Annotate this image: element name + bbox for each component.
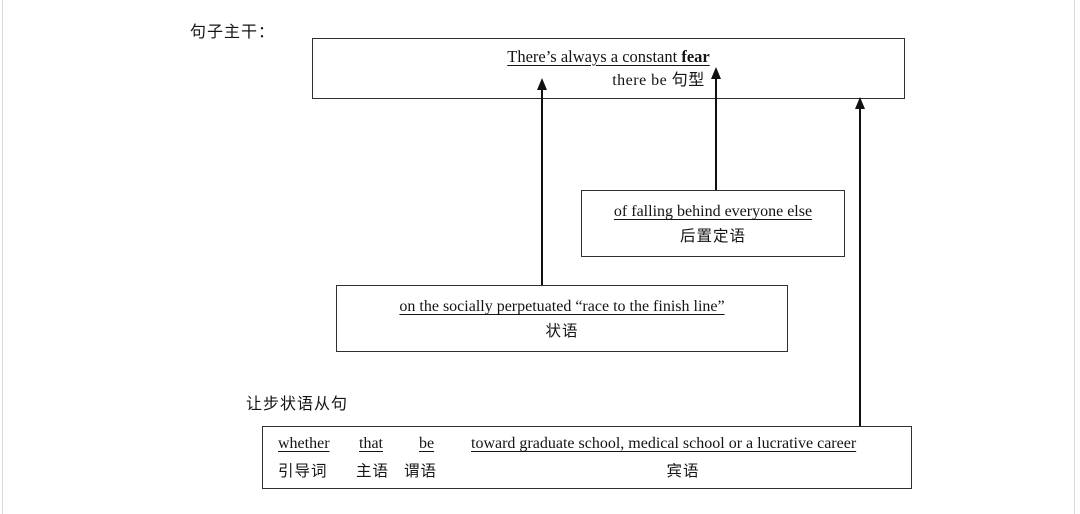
clause-object-phrase: toward graduate school, medical school o… (471, 435, 857, 452)
main-structure-label: 句子主干： (190, 24, 276, 41)
arrow-head-icon (854, 97, 865, 109)
right-edge-divider (1074, 0, 1075, 514)
there-be-pattern-note: there be 句型 (612, 72, 705, 89)
arrow-shaft (540, 90, 543, 285)
clause-role-predicate: 谓语 (404, 463, 438, 480)
concessive-clause-label: 让步状语从句 (246, 396, 349, 413)
attributive-label: 后置定语 (679, 228, 746, 245)
clause-word-whether: whether (278, 435, 330, 452)
arrow-clause-to-main-icon (854, 97, 865, 426)
left-edge-divider (2, 0, 3, 514)
arrow-shaft (858, 109, 861, 426)
arrow-head-icon (536, 78, 547, 90)
clause-role-subject: 主语 (356, 463, 390, 480)
main-sentence-normal: There’s always a constant (507, 47, 682, 66)
attributive-box: of falling behind everyone else 后置定语 (581, 190, 845, 257)
adverbial-box: on the socially perpetuated “race to the… (336, 285, 788, 352)
main-sentence-box: There’s always a constant fear there be … (312, 38, 905, 99)
arrow-adverbial-to-main-icon (536, 78, 547, 285)
concessive-clause-box: whether that be toward graduate school, … (262, 426, 912, 489)
arrow-attributive-to-main-icon (710, 67, 721, 190)
main-sentence-text: There’s always a constant fear (313, 45, 904, 69)
clause-word-be: be (419, 435, 435, 452)
adverbial-text: on the socially perpetuated “race to the… (399, 298, 725, 315)
arrow-head-icon (710, 67, 721, 79)
attributive-text: of falling behind everyone else (613, 203, 813, 220)
clause-role-conjunction: 引导词 (278, 463, 328, 480)
clause-role-object: 宾语 (666, 463, 700, 480)
main-sentence-bold-word: fear (681, 47, 710, 66)
adverbial-label: 状语 (545, 323, 579, 340)
clause-word-that: that (359, 435, 383, 452)
arrow-shaft (714, 79, 717, 190)
